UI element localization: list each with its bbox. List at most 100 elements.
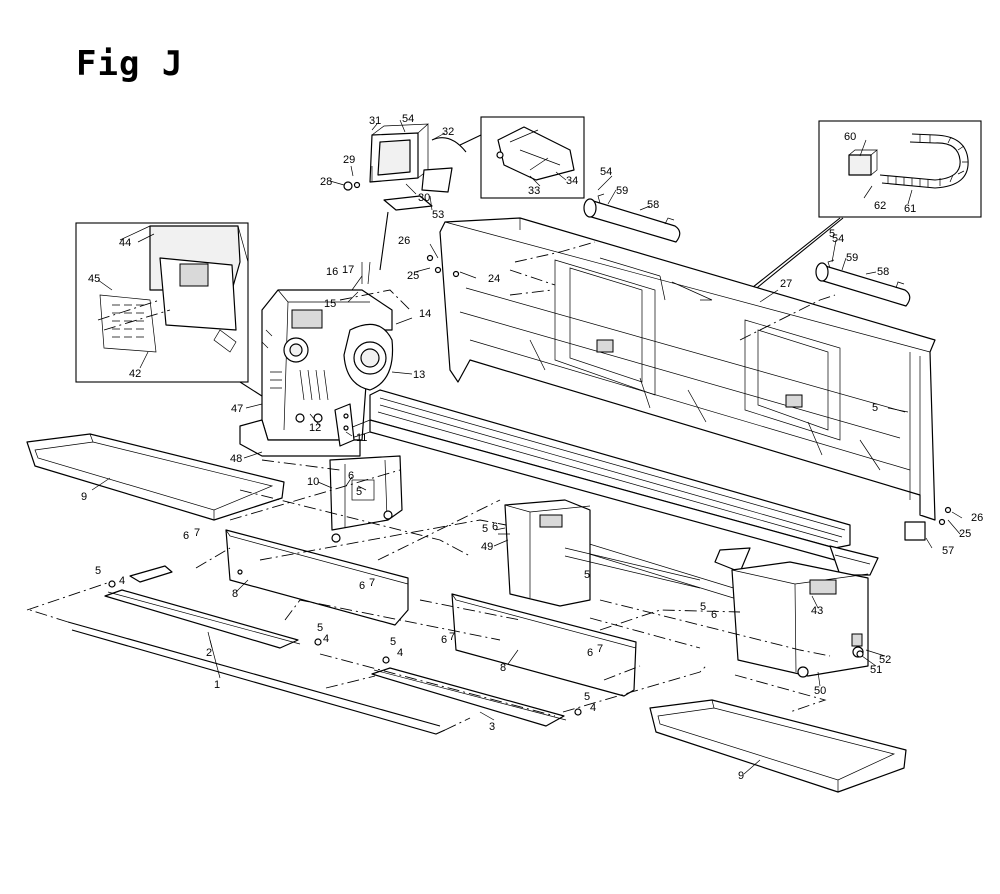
callout-label: 3 <box>489 721 495 733</box>
callout-label: 25 <box>407 270 419 282</box>
callout-label: 11 <box>356 432 367 444</box>
alignment-lines <box>26 241 836 731</box>
front-panel-left <box>225 529 409 626</box>
callout-label: 5 <box>95 565 101 577</box>
callout-label: 6 <box>587 647 593 659</box>
callout-label: 52 <box>879 654 891 666</box>
callout-label: 59 <box>846 252 858 264</box>
callout-label: 6 <box>183 530 189 542</box>
cabinet-stand-left <box>329 455 403 543</box>
rail-2 <box>104 565 301 649</box>
callout-label: 30 <box>418 192 430 204</box>
callout-label: 12 <box>309 422 321 434</box>
chip-pan <box>829 545 879 576</box>
callout-label: 26 <box>398 235 410 247</box>
chip-tray-right <box>649 699 907 793</box>
callout-label: 5 <box>482 523 488 535</box>
callout-label: 13 <box>413 369 425 381</box>
callout-label: 42 <box>129 368 141 380</box>
lead-rod-1 <box>67 621 446 735</box>
callout-label: 5 <box>390 636 396 648</box>
callout-label: 54 <box>832 233 844 245</box>
spindle-cover-assembly <box>343 123 467 211</box>
callout-label: 5 <box>872 402 878 414</box>
callout-label: 7 <box>194 527 200 539</box>
callout-label: 9 <box>738 770 744 782</box>
callout-label: 53 <box>432 209 444 221</box>
cover-leader <box>379 211 389 271</box>
callout-label: 27 <box>780 278 792 290</box>
callout-label: 28 <box>320 176 332 188</box>
inset-box-cover-cap <box>480 116 585 199</box>
headstock <box>239 261 394 457</box>
work-light-upper <box>583 193 681 243</box>
callout-label: 58 <box>647 199 659 211</box>
callout-label: 33 <box>528 185 540 197</box>
inset-leader-cover <box>459 134 482 146</box>
callout-label: 5 <box>584 691 590 703</box>
callout-label: 26 <box>971 512 983 524</box>
callout-label: 7 <box>369 577 375 589</box>
callout-label: 16 <box>326 266 338 278</box>
callout-label: 54 <box>402 113 414 125</box>
callout-label: 5 <box>317 622 323 634</box>
callout-label: 51 <box>870 664 882 676</box>
callout-label: 9 <box>81 491 87 503</box>
figure-title: Fig J <box>76 44 184 84</box>
callout-label: 29 <box>343 154 355 166</box>
work-light-lower <box>815 259 911 307</box>
callout-label: 62 <box>874 200 886 212</box>
callout-label: 43 <box>811 605 823 617</box>
lathe-bed <box>334 389 851 601</box>
callout-label: 47 <box>231 403 243 415</box>
callout-labels: 1 2 3 4 4 4 4 5 5 5 5 5 5 5 5 5 5 6 6 6 … <box>81 113 983 782</box>
splash-guard <box>439 217 936 541</box>
callout-label: 48 <box>230 453 242 465</box>
callout-label: 54 <box>600 166 612 178</box>
callout-label: 60 <box>844 131 856 143</box>
callout-label: 59 <box>616 185 628 197</box>
callout-label: 7 <box>597 643 603 655</box>
inset-box-chain-carrier <box>818 120 982 218</box>
callout-label: 5 <box>584 569 590 581</box>
front-panel-right <box>451 593 637 697</box>
chip-tray-left <box>26 433 285 521</box>
inset-box-control-panel <box>75 222 249 383</box>
callout-label: 61 <box>904 203 916 215</box>
cabinet-stand-right <box>731 561 869 678</box>
callout-label: 6 <box>359 580 365 592</box>
callout-label: 57 <box>942 545 954 557</box>
callout-label: 44 <box>119 237 131 249</box>
callout-label: 31 <box>369 115 381 127</box>
callout-label: 32 <box>442 126 454 138</box>
callout-label: 6 <box>441 634 447 646</box>
callout-label: 15 <box>324 298 336 310</box>
callout-label: 4 <box>590 702 596 714</box>
cabinet-stand-middle <box>504 499 701 607</box>
callout-label: 4 <box>323 633 329 645</box>
callout-label: 6 <box>492 521 498 533</box>
callout-label: 7 <box>449 631 455 643</box>
fasteners <box>108 254 952 716</box>
callout-label: 45 <box>88 273 100 285</box>
callout-label: 2 <box>206 647 212 659</box>
callout-label: 5 <box>356 486 362 498</box>
callout-label: 24 <box>488 273 500 285</box>
callout-label: 25 <box>959 528 971 540</box>
callout-label: 14 <box>419 308 431 320</box>
callout-label: 6 <box>711 609 717 621</box>
callout-label: 50 <box>814 685 826 697</box>
callout-label: 6 <box>348 470 354 482</box>
callout-label: 34 <box>566 175 578 187</box>
callout-label: 58 <box>877 266 889 278</box>
callout-label: 5 <box>829 228 835 240</box>
callout-label: 1 <box>214 679 220 691</box>
rail-3 <box>371 667 567 727</box>
callout-label: 4 <box>119 575 125 587</box>
callout-leaders <box>91 119 963 775</box>
callout-label: 49 <box>481 541 493 553</box>
callout-label: 4 <box>397 647 403 659</box>
callout-label: 8 <box>232 588 238 600</box>
callout-label: 10 <box>307 476 319 488</box>
callout-label: 5 <box>700 601 706 613</box>
